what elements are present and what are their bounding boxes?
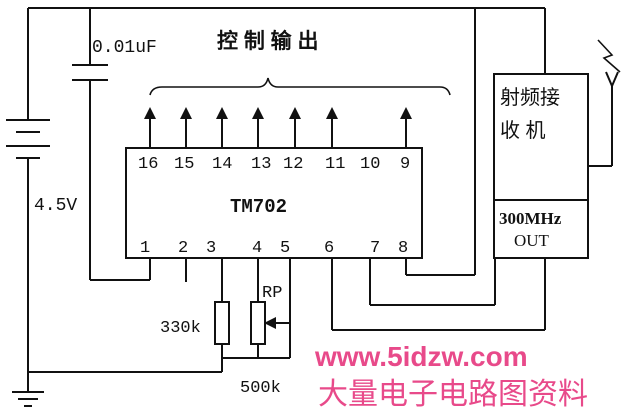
pin-label: 6 — [324, 239, 334, 258]
pot-value-label: 500k — [240, 379, 281, 398]
pin-label: 14 — [212, 155, 232, 174]
pin-label: 11 — [325, 155, 345, 174]
receiver-frequency: 300MHz — [499, 209, 562, 228]
top-pin-labels: 16 15 14 13 12 11 10 9 — [138, 155, 410, 174]
pin-label: 13 — [251, 155, 271, 174]
ic-chip — [125, 147, 423, 259]
antenna-icon — [588, 39, 621, 167]
pot-label: RP — [262, 284, 282, 303]
receiver-label-line2: 收 机 — [500, 119, 546, 142]
pin-label: 4 — [252, 239, 262, 258]
capacitor — [72, 8, 151, 281]
pin-label: 15 — [174, 155, 194, 174]
output-arrows — [144, 107, 412, 148]
control-output-label: 控 制 输 出 — [217, 29, 319, 53]
battery-label: 4.5V — [34, 196, 77, 216]
pin-label: 7 — [370, 239, 380, 258]
bottom-pin-labels: 1 2 3 4 5 6 7 8 — [140, 239, 408, 258]
pin8-wire — [405, 258, 475, 276]
pin-label: 12 — [283, 155, 303, 174]
pin-label: 5 — [280, 239, 290, 258]
chip-label: TM702 — [230, 196, 287, 218]
watermark-url: www.5idzw.com — [314, 341, 528, 372]
receiver-label-line1: 射频接 — [500, 86, 560, 109]
watermark-text: 大量电子电路图资料 — [318, 377, 588, 412]
pin-label: 3 — [206, 239, 216, 258]
pin-label: 2 — [178, 239, 188, 258]
ground-symbol — [12, 391, 44, 407]
pin-label: 10 — [360, 155, 380, 174]
potentiometer — [250, 301, 266, 345]
battery — [6, 119, 50, 392]
pin-label: 8 — [398, 239, 408, 258]
pin-label: 1 — [140, 239, 150, 258]
output-wire — [331, 258, 546, 331]
resistor-network — [214, 258, 291, 359]
pin-label: 9 — [400, 155, 410, 174]
resistor-label: 330k — [160, 319, 201, 338]
receiver-out-label: OUT — [514, 231, 550, 250]
resistor-330k — [214, 301, 230, 345]
output-brace — [149, 77, 451, 96]
pin-label: 16 — [138, 155, 158, 174]
capacitor-label: 0.01uF — [92, 38, 157, 58]
top-rail — [27, 7, 546, 275]
pin7-wire — [369, 258, 496, 306]
